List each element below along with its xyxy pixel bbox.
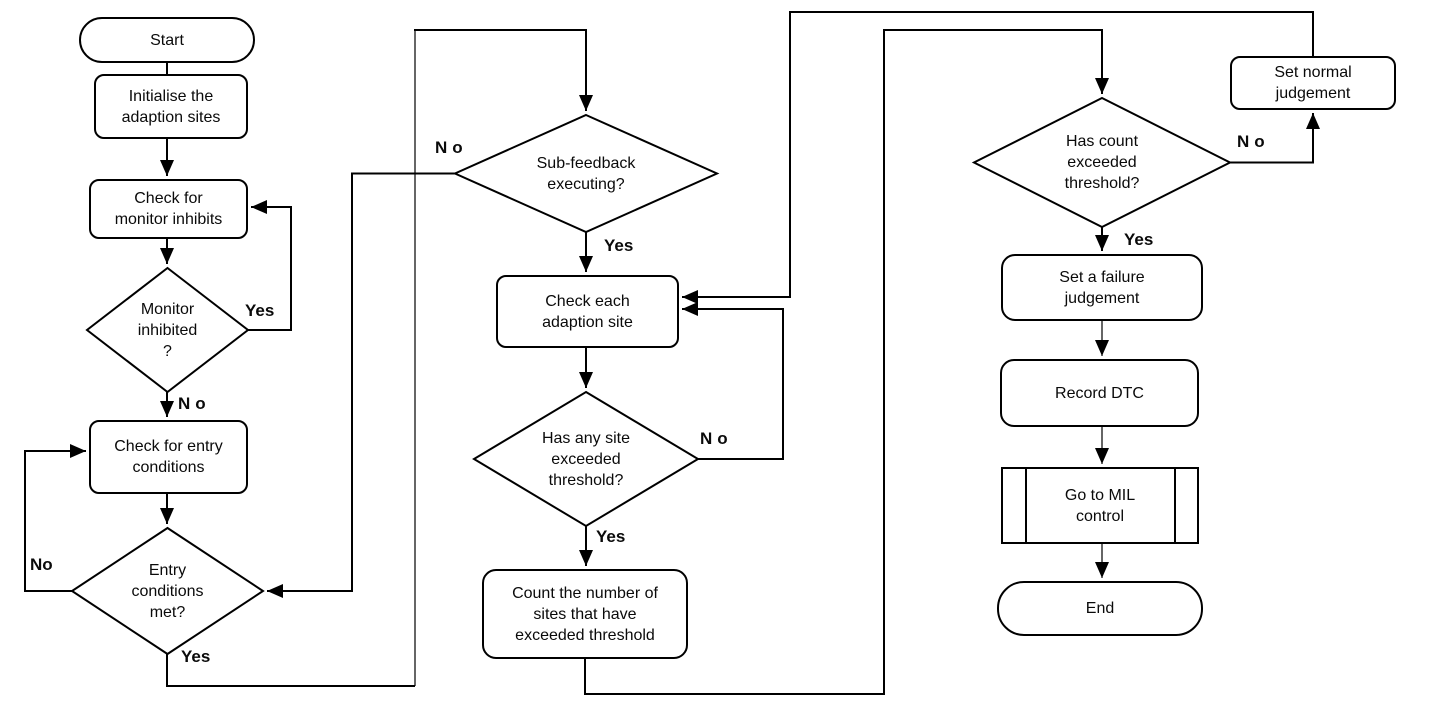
edge-count-to-count-exceeded: [584, 29, 1109, 695]
end-terminator-shape: [997, 581, 1203, 636]
site-exceeded-threshold-decision-shape: [472, 390, 700, 528]
monitor-inhibited-decision-shape: [85, 266, 250, 394]
edge-monitor-yes-loop: [248, 200, 292, 331]
edge-site-no-loop: [682, 302, 784, 460]
edge-set-normal-check-site-loop: [682, 11, 1314, 304]
initialise-process-shape: [94, 74, 248, 139]
edge-subfeedback-no-entry-met: [267, 172, 455, 598]
edge-entry-yes-into-subfeedback: [414, 29, 593, 111]
sub-feedback-executing-decision-shape: [452, 113, 720, 234]
set-failure-judgement-process-shape: [1001, 254, 1203, 321]
check-each-adaption-site-process-shape: [496, 275, 679, 348]
record-dtc-process-shape: [1000, 359, 1199, 427]
edge-entry-no-loop: [24, 444, 86, 592]
edge-entry-yes-bottom: [166, 654, 415, 687]
check-monitor-inhibits-process-shape: [89, 179, 248, 239]
check-entry-conditions-process-shape: [89, 420, 248, 494]
edge-count-no-set-normal: [1230, 113, 1320, 164]
count-sites-process-shape: [482, 569, 688, 659]
set-normal-judgement-process-shape: [1230, 56, 1396, 110]
start-terminator-shape: [79, 17, 255, 63]
go-to-mil-predefined-shape: [1001, 467, 1199, 544]
count-exceeded-threshold-decision-shape: [971, 96, 1233, 229]
entry-conditions-met-decision-shape: [70, 526, 265, 656]
